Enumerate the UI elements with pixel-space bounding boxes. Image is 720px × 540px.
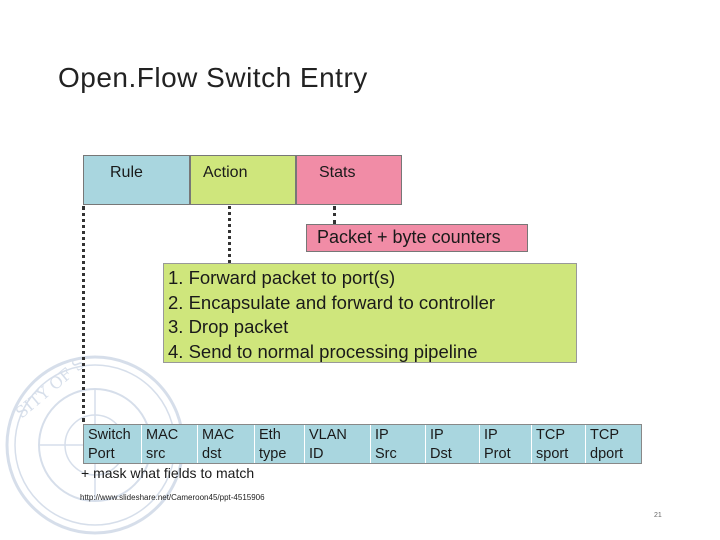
field-vlan-id: VLAN ID xyxy=(305,425,371,463)
university-seal-watermark: SITY OF S xyxy=(5,354,185,535)
field-ip-src: IP Src xyxy=(371,425,426,463)
field-tcp-dport: TCP dport xyxy=(590,427,624,462)
action-item: 2. Encapsulate and forward to controller xyxy=(168,291,496,313)
action-header-box: Action xyxy=(190,155,296,205)
field-ip-dst: IP Dst xyxy=(426,425,480,463)
stats-connector xyxy=(333,206,336,224)
slide-title: Open.Flow Switch Entry xyxy=(58,62,368,93)
field-eth-type: Eth type xyxy=(255,425,305,463)
action-connector xyxy=(228,206,231,263)
actions-list: 1. Forward packet to port(s) 2. Encapsul… xyxy=(163,263,577,363)
field-mac-dst: MAC dst xyxy=(198,425,255,463)
rule-label: Rule xyxy=(110,164,143,181)
field-ip-prot: IP Prot xyxy=(480,425,532,463)
source-link[interactable]: http://www.slideshare.net/Cameroon45/ppt… xyxy=(80,493,265,502)
field-mac-src: MAC src xyxy=(142,425,198,463)
stats-header-box: Stats xyxy=(296,155,402,205)
stats-label: Stats xyxy=(319,164,356,181)
match-fields-row: Switch Port MAC src MAC dst Eth type VLA… xyxy=(83,424,642,464)
action-item: 3. Drop packet xyxy=(168,316,289,337)
action-item: 1. Forward packet to port(s) xyxy=(168,267,396,288)
action-item: 4. Send to normal processing pipeline xyxy=(168,340,478,362)
mask-note: + mask what fields to match xyxy=(81,465,255,481)
action-label: Action xyxy=(203,164,248,181)
field-tcp-sport: TCP sport xyxy=(532,425,586,463)
field-switch-port: Switch Port xyxy=(84,425,142,463)
page-number: 21 xyxy=(654,512,662,519)
rule-connector xyxy=(82,206,85,422)
counters-box: Packet + byte counters xyxy=(306,224,528,252)
rule-header-box: Rule xyxy=(83,155,190,205)
